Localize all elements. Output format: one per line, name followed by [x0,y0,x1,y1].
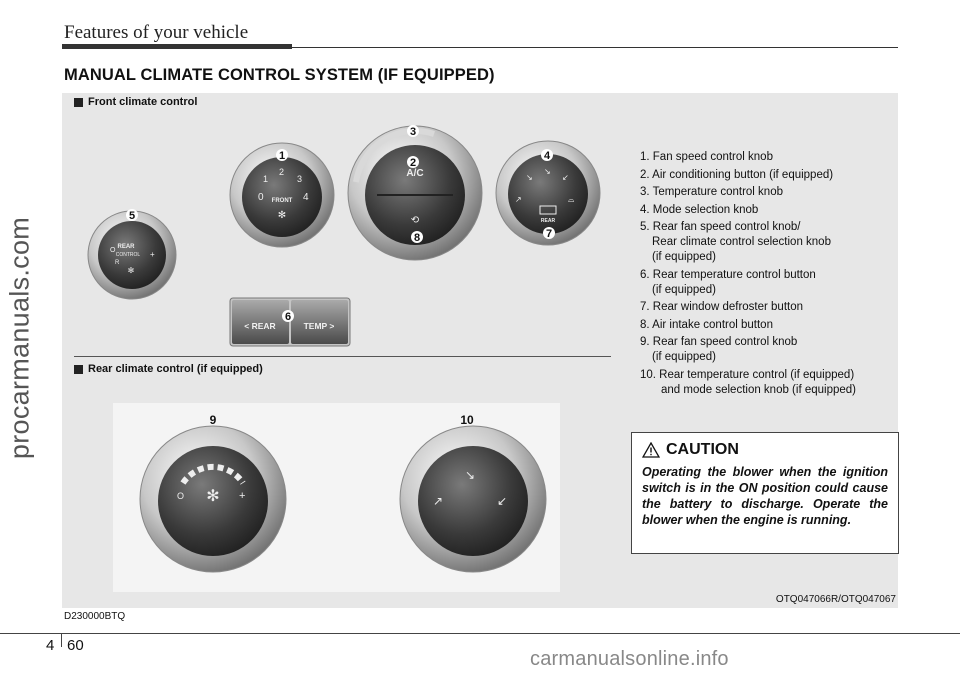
rear-button-label: < REAR [244,321,275,331]
temperature-knob: A/C ⟲ [347,125,483,261]
callout-3: 3 [410,126,416,138]
knob9-plus-mark: + [239,490,245,502]
rear-heading: Rear climate control (if equipped) [74,363,263,375]
callout-8: 8 [414,232,420,244]
callout-6: 6 [285,311,291,323]
fan-icon: ✻ [278,210,286,221]
knob1-label: FRONT [272,198,293,204]
front-heading-text: Front climate control [88,96,198,108]
callout-10: 10 [460,413,474,427]
rear-control-illustration: ✻ O + ↘ ↗ ↙ 9 10 [113,403,560,592]
square-bullet-icon [74,364,83,374]
rear-control-knob: REAR CONTROL O R + ✻ [87,210,177,300]
callout-4: 4 [544,150,551,162]
fan-speed-knob: 0 1 2 3 4 FRONT ✻ [229,142,335,248]
legend-item: 3. Temperature control knob [640,186,783,198]
knob5-plus-mark: + [150,250,155,259]
section-divider [74,356,611,357]
mode-bilevel-icon: ↘ [544,167,551,176]
header-rule [292,47,898,48]
rear-temp-buttons: < REAR TEMP > [229,297,351,347]
document-code: D230000BTQ [64,611,126,622]
caution-text: Operating the blower when the ignition s… [642,465,888,527]
running-header: Features of your vehicle [64,22,249,43]
mode-bilevel-icon: ↘ [465,468,475,482]
knob5-off-mark: O [110,247,116,254]
fan-mark-0: 0 [258,192,264,203]
mode-selection-knob: ↘ ↘ ↙ ↗ ⌓ REAR [495,140,601,246]
rear-heading-text: Rear climate control (if equipped) [88,363,263,375]
header-bar [62,44,292,49]
fan-icon: ✻ [128,266,135,275]
mode-floor-icon: ↙ [562,173,569,182]
legend-item: 8. Air intake control button [640,318,773,331]
air-intake-icon: ⟲ [411,215,420,226]
legend-item: 4. Mode selection knob [640,203,759,216]
chapter-number: 4 [46,637,55,654]
legend-item: 2. Air conditioning button (if equipped) [640,168,834,181]
page-number: 60 [67,637,84,654]
component-legend: 1. Fan speed control knob 2. Air conditi… [640,150,898,400]
callout-1: 1 [279,150,285,162]
fan-mark-3: 3 [297,174,302,184]
mode-floor-icon: ↙ [497,494,507,508]
callout-7: 7 [546,228,552,240]
front-control-illustration: REAR CONTROL O R + ✻ 0 1 2 3 4 FRONT ✻ A… [87,125,601,347]
legend-item: 5. Rear fan speed control knob/ Rear cli… [640,221,831,263]
mode-mix-icon: ↗ [515,195,522,204]
side-watermark: procarmanuals.com [2,0,38,675]
mode-vent-icon: ↘ [526,173,533,182]
footer-rule [0,633,960,634]
legend-item: 9. Rear fan speed control knob (if equip… [640,336,798,363]
fan-mark-1: 1 [263,174,268,184]
temp-button-label: TEMP > [304,321,335,331]
fan-mark-4: 4 [303,192,309,203]
rear-temp-mode-knob: ↘ ↗ ↙ [399,425,547,573]
knob9-off-mark: O [177,491,184,501]
bottom-watermark: carmanualsonline.info [530,648,729,670]
warning-triangle-icon [642,442,660,458]
legend-item: 6. Rear temperature control button (if e… [640,268,816,296]
knob5-label-2: CONTROL [116,252,141,258]
callout-5: 5 [129,210,135,222]
legend-item: 7. Rear window defroster button [640,301,804,313]
rear-fan-speed-knob: ✻ O + [139,425,287,573]
side-watermark-text: procarmanuals.com [4,216,35,459]
knob5-r-mark: R [115,260,120,266]
caution-box: CAUTION Operating the blower when the ig… [631,432,899,554]
ac-button-label: A/C [406,168,423,179]
callout-2: 2 [410,157,416,169]
caution-title: CAUTION [666,441,739,458]
section-title: MANUAL CLIMATE CONTROL SYSTEM (IF EQUIPP… [64,66,495,84]
fan-mark-2: 2 [279,167,284,177]
knob4-label: REAR [541,218,556,224]
square-bullet-icon [74,97,83,107]
defrost-icon: ⌓ [568,195,575,204]
knob5-label-1: REAR [117,244,135,250]
front-heading: Front climate control [74,96,197,108]
callout-9: 9 [210,413,217,427]
legend-item: 1. Fan speed control knob [640,151,773,163]
figure-code: OTQ047066R/OTQ047067 [775,594,896,605]
legend-item: 10. Rear temperature control (if equippe… [640,368,856,396]
mode-vent-icon: ↗ [433,494,443,508]
caution-heading: CAUTION [642,441,888,459]
fan-icon: ✻ [206,488,219,505]
footer-tick [61,633,62,647]
